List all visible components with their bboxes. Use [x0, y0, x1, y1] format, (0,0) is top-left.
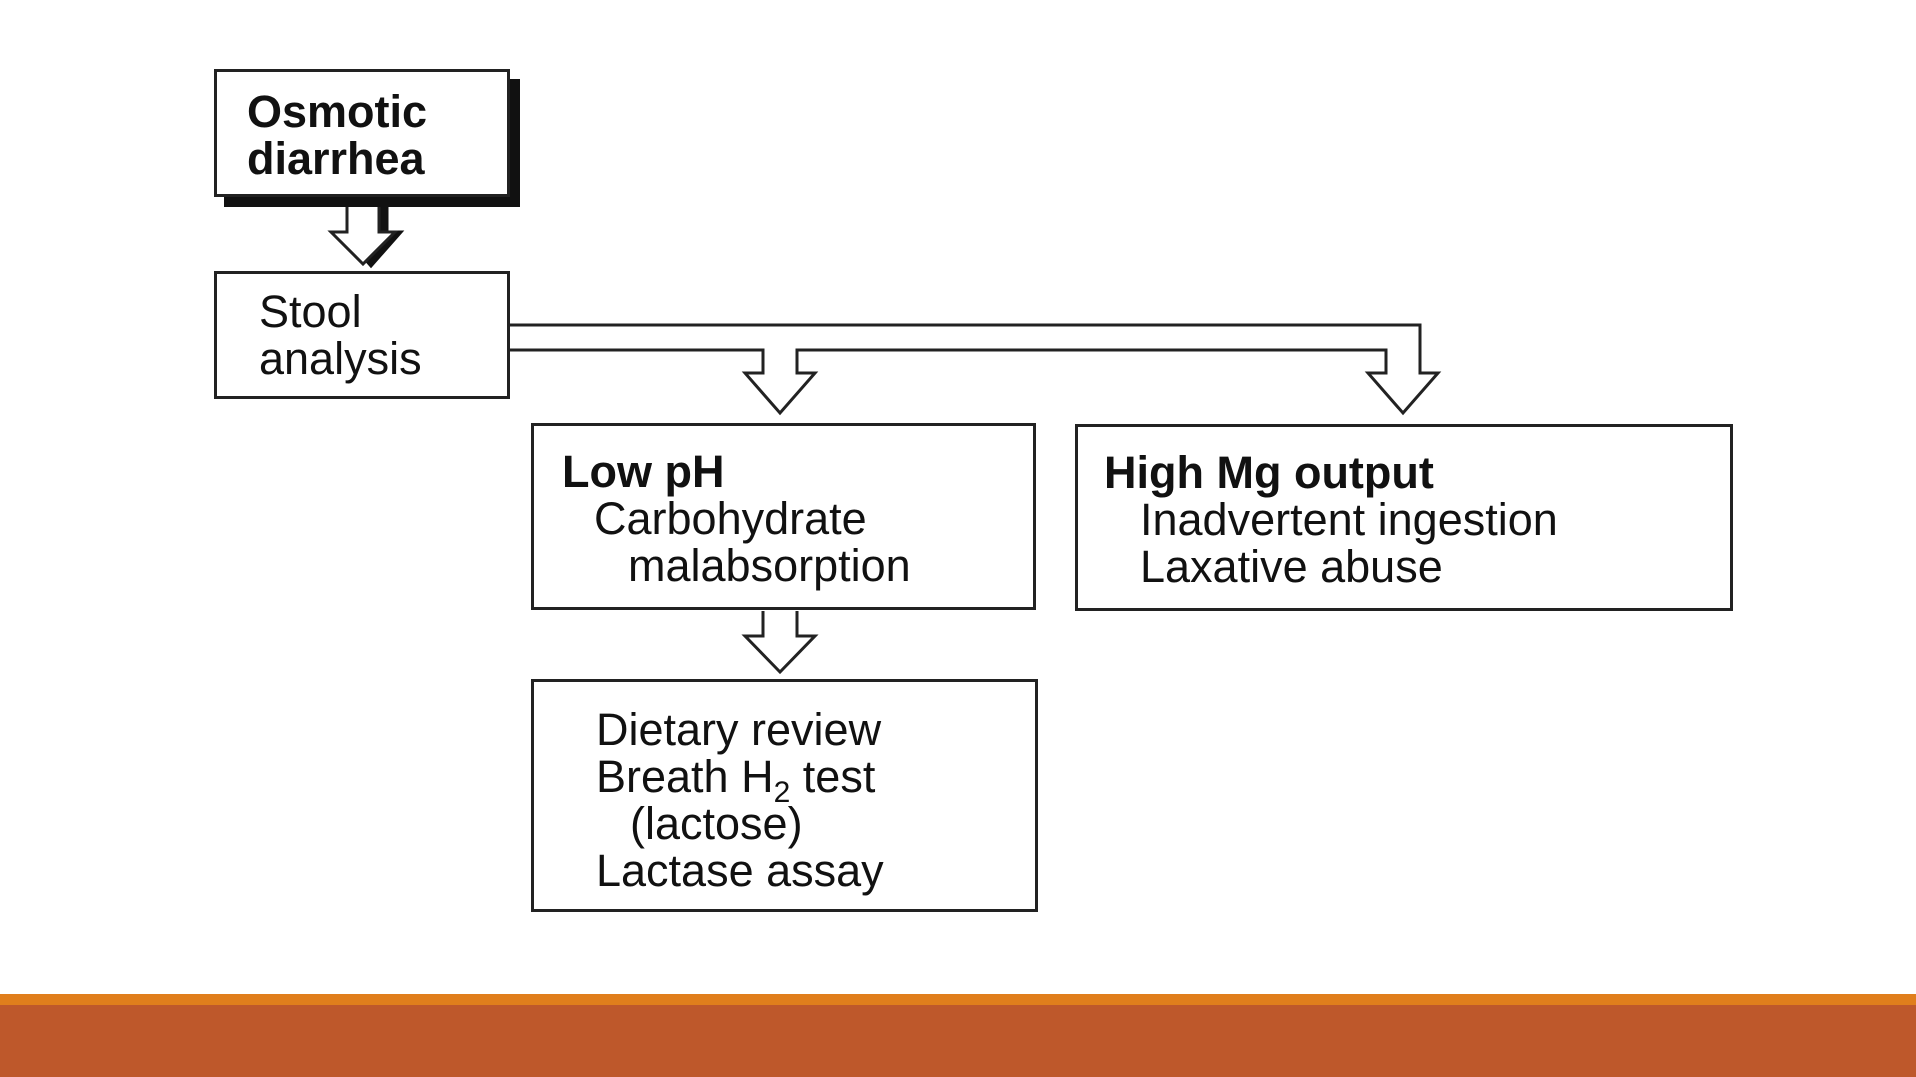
- node-high-mg-output: High Mg output Inadvertent ingestion Lax…: [1075, 424, 1733, 611]
- node-high-mg-line-2: Laxative abuse: [1140, 541, 1443, 592]
- node-stool-line-2: analysis: [259, 333, 422, 384]
- footer-bar: [0, 1005, 1916, 1077]
- node-low-ph-heading: Low pH: [562, 446, 725, 497]
- node-tests-line-2-suffix: test: [790, 751, 876, 802]
- channel-stool-to-branches: [510, 323, 1442, 416]
- node-high-mg-line-1: Inadvertent ingestion: [1140, 494, 1558, 545]
- node-stool-analysis: Stool analysis: [214, 271, 510, 399]
- node-tests-line-2-subscript: 2: [773, 776, 791, 809]
- node-diagnostic-tests: Dietary review Breath H2 test (lactose) …: [531, 679, 1038, 912]
- arrow-osmotic-to-stool: [327, 197, 399, 267]
- node-osmotic-diarrhea: Osmotic diarrhea: [214, 69, 510, 197]
- node-low-ph: Low pH Carbohydrate malabsorption: [531, 423, 1036, 610]
- footer-accent-line: [0, 994, 1916, 1005]
- node-tests-line-2: Breath H2 test: [596, 751, 1035, 808]
- node-low-ph-line-1: Carbohydrate: [594, 493, 867, 544]
- node-osmotic-line-1: Osmotic: [247, 86, 428, 137]
- node-low-ph-line-2: malabsorption: [628, 540, 911, 591]
- node-osmotic-line-2: diarrhea: [247, 133, 425, 184]
- arrow-lowph-to-tests: [741, 611, 819, 675]
- node-tests-line-1: Dietary review: [596, 704, 882, 755]
- node-stool-line-1: Stool: [259, 286, 362, 337]
- node-tests-line-2-prefix: Breath H: [596, 751, 774, 802]
- node-tests-line-4: Lactase assay: [596, 845, 884, 896]
- node-high-mg-heading: High Mg output: [1104, 447, 1434, 498]
- node-tests-line-3: (lactose): [630, 798, 803, 849]
